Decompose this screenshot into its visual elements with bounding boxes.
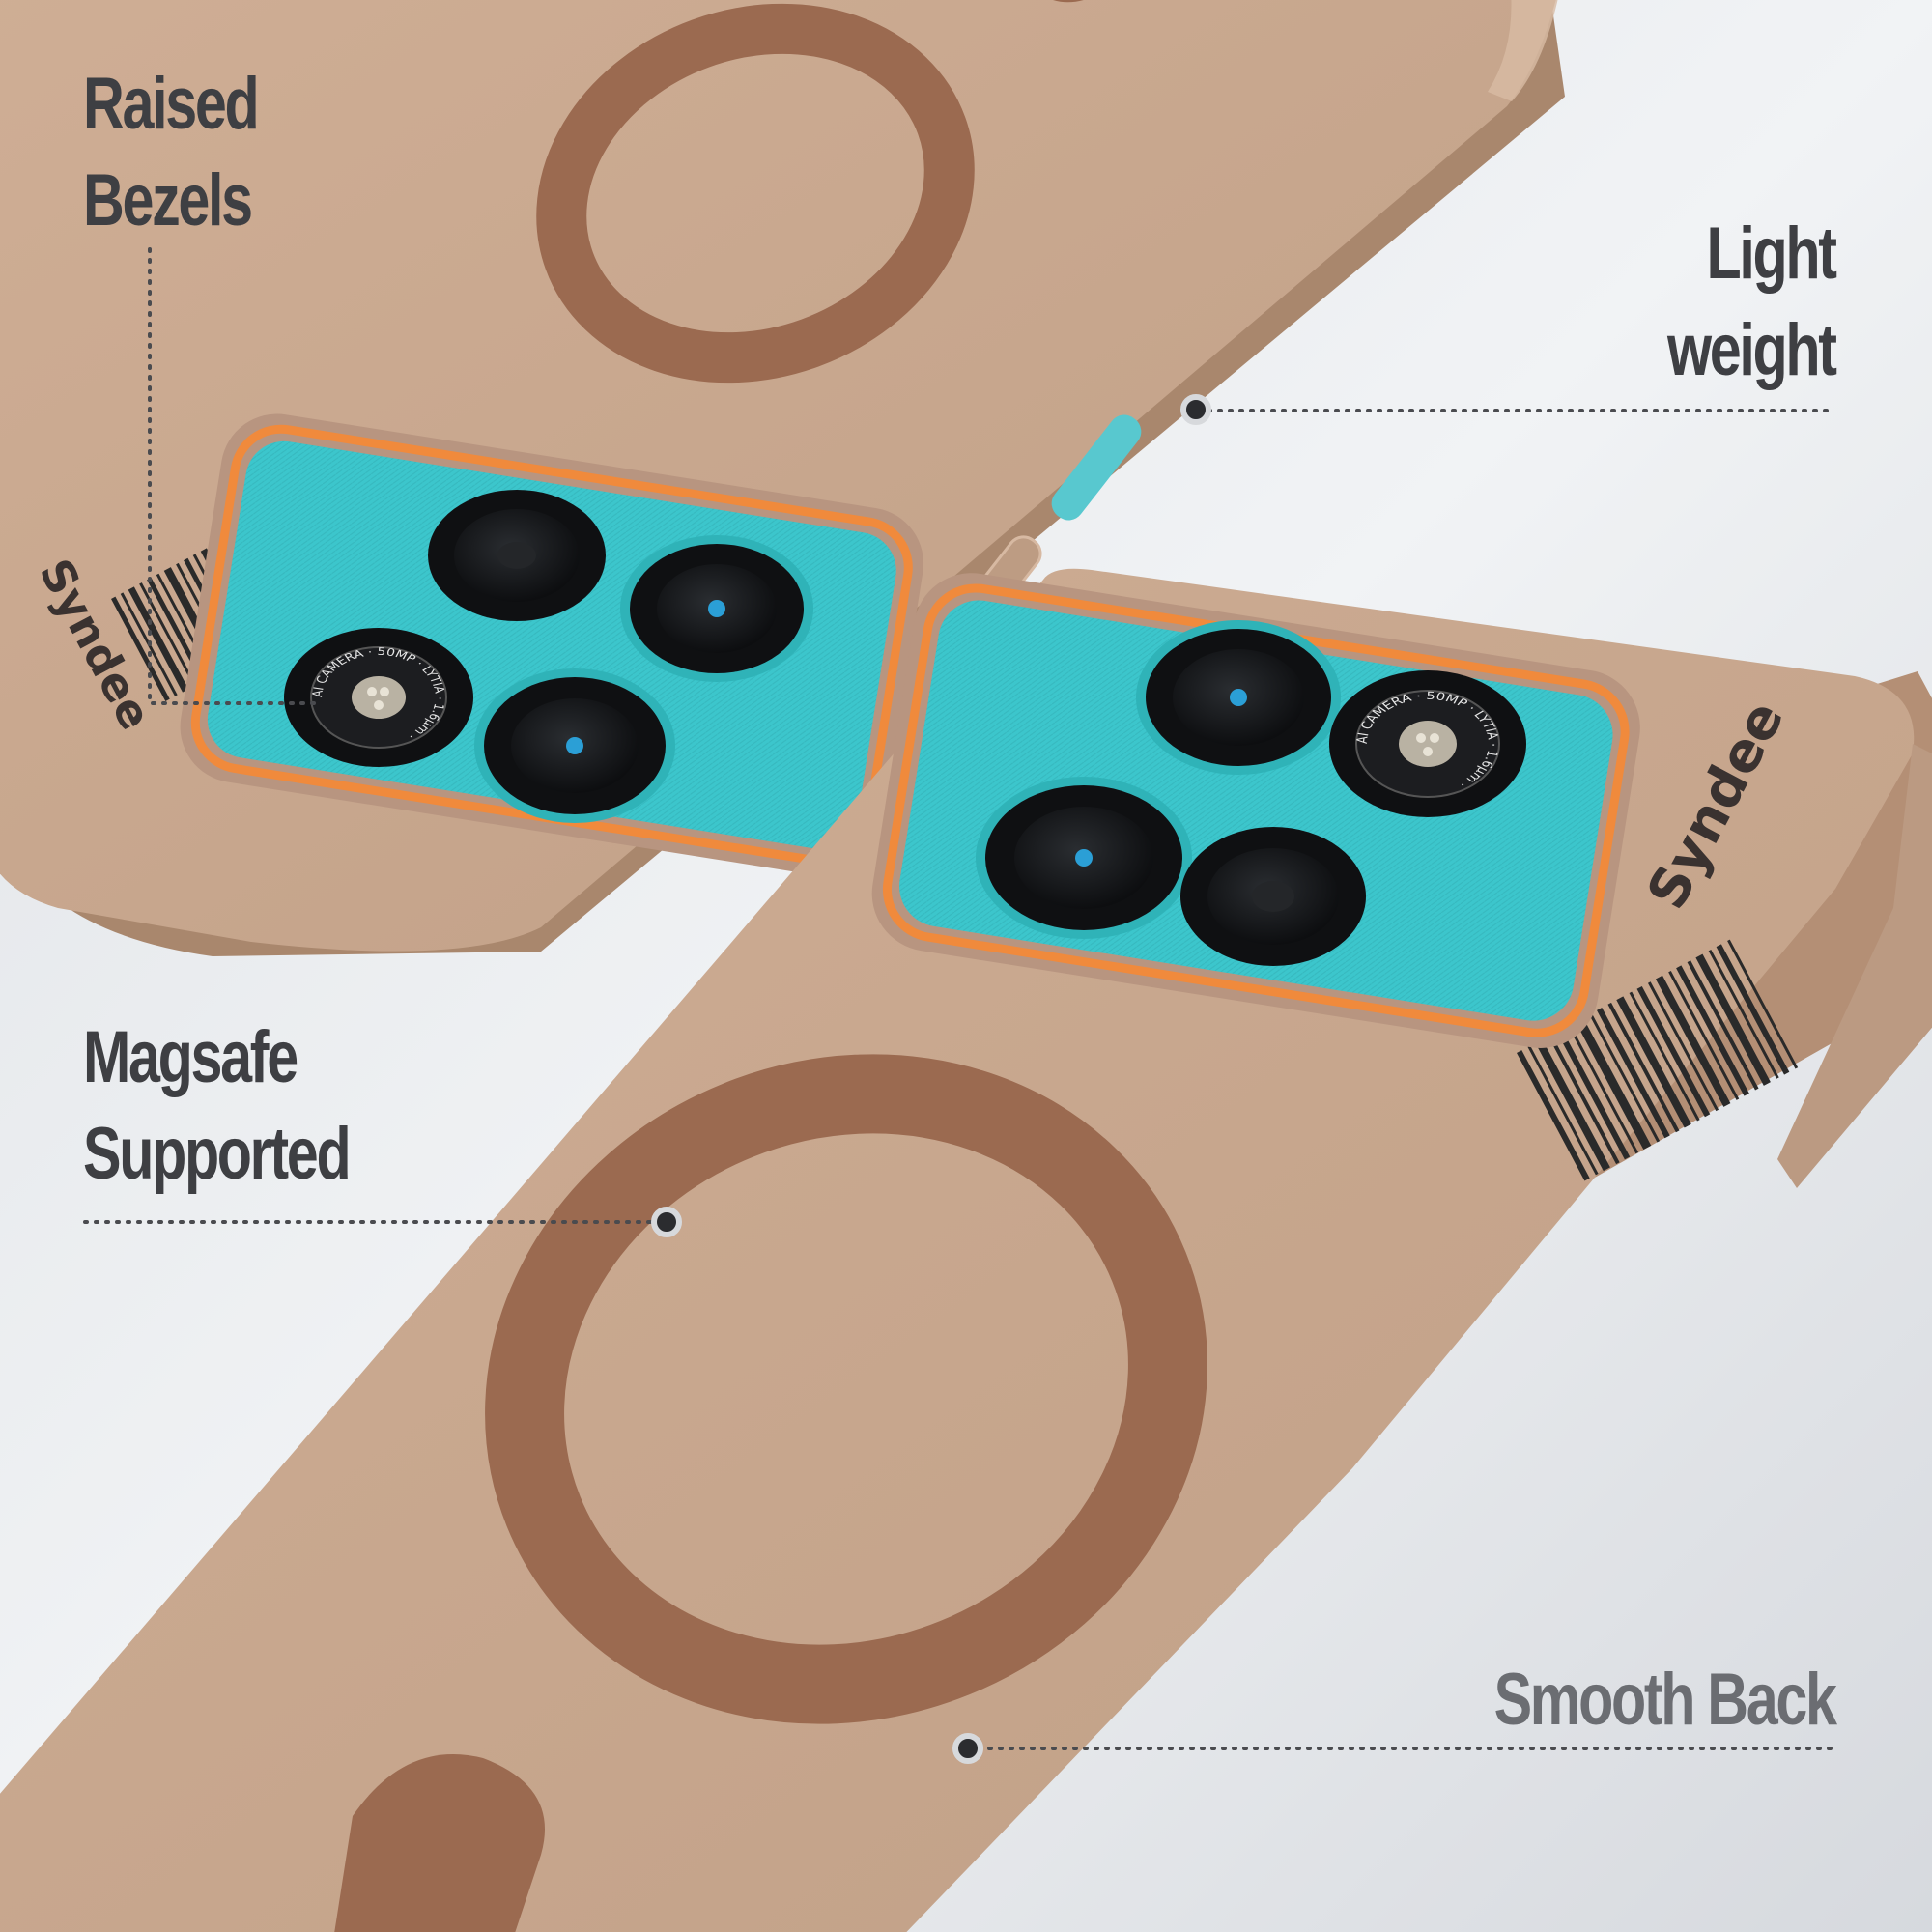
top-camera-bezel: [190, 424, 913, 866]
magsafe-line2: Supported: [83, 1113, 352, 1195]
bottom-magsafe-ring: [485, 1054, 1208, 1724]
magsafe-dot: [651, 1207, 682, 1237]
magsafe-line1: Magsafe: [83, 1016, 298, 1098]
bottom-phone-case: Syndee AI CAM: [0, 568, 1932, 1932]
side-button-teal: [1051, 414, 1142, 521]
raised-bezels-pointer: [148, 247, 321, 705]
raised-bezels-line2: Bezels: [83, 159, 253, 242]
top-phone-case: Syndee AI CAM: [0, 0, 1565, 956]
bottom-magsafe-tab: [334, 1754, 545, 1932]
raised-bezels-label: Raised Bezels: [83, 56, 260, 249]
magsafe-label: Magsafe Supported: [83, 1009, 352, 1203]
light-weight-line1: Light: [1706, 213, 1837, 295]
callout-pointers: [83, 247, 1833, 1750]
light-weight-line2: weight: [1667, 309, 1837, 391]
light-weight-dot: [1180, 394, 1211, 425]
bottom-barcode: [1517, 939, 1799, 1181]
smooth-back-line1: Smooth Back: [1493, 1659, 1837, 1741]
bottom-lenses: [976, 620, 1526, 966]
top-lenses: [284, 490, 813, 823]
top-magsafe-ring: [536, 3, 975, 384]
light-weight-label: Light weight: [1667, 206, 1837, 399]
smooth-back-dot: [952, 1733, 983, 1764]
raised-bezels-line1: Raised: [83, 63, 260, 145]
callout-dots: [651, 394, 1211, 1764]
smooth-back-label: Smooth Back: [1493, 1652, 1837, 1748]
